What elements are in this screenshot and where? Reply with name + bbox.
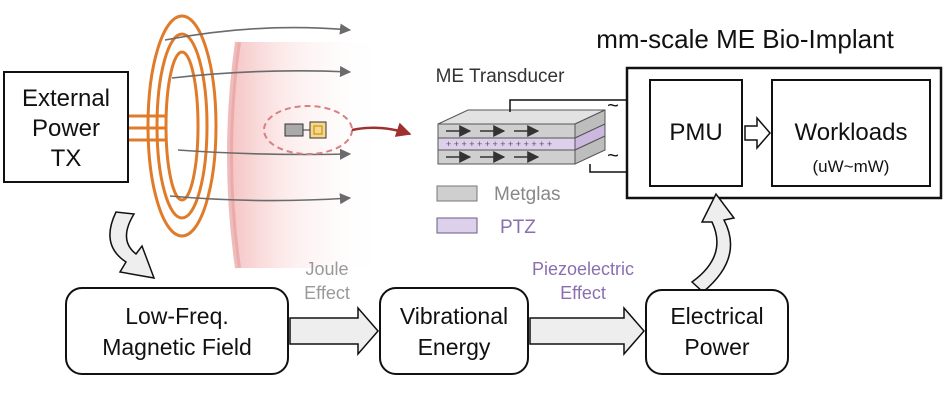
workloads-box: Workloads (uW~mW) [771, 79, 931, 187]
tx-line-1: External [22, 85, 110, 112]
me-transducer-stack: + + + + + + + + + + + + + + [437, 99, 627, 173]
legend-metglas-label: Metglas [494, 184, 561, 205]
stage3-line1: Electrical [670, 303, 763, 329]
legend-ptz-label: PTZ [500, 217, 536, 238]
joule-effect-line2: Effect [304, 283, 350, 303]
ac-symbol-bottom: ~ [607, 145, 619, 167]
pmu-label: PMU [669, 119, 722, 146]
piezo-effect-line2: Effect [560, 283, 606, 303]
svg-text:+ + + + + + + + + + + + + +: + + + + + + + + + + + + + + [446, 139, 552, 149]
stage1-line1: Low-Freq. [125, 303, 229, 329]
field-lines [164, 23, 352, 205]
implant-title: mm-scale ME Bio-Implant [596, 24, 894, 54]
legend: Metglas PTZ [436, 184, 561, 238]
stage-vibrational-energy: Vibrational Energy [379, 287, 529, 375]
stage2-line1: Vibrational [400, 303, 508, 329]
stage1-line2: Magnetic Field [102, 334, 252, 360]
stage-electrical-power: Electrical Power [645, 289, 789, 375]
joule-effect-line1: Joule [305, 259, 348, 279]
stage1-to-stage2-arrow [289, 305, 379, 357]
legend-ptz-swatch [436, 217, 478, 234]
zoom-arrow [351, 122, 412, 137]
coil-leads [128, 114, 166, 142]
stage2-line2: Energy [418, 334, 491, 360]
stage2-to-stage3-arrow [529, 305, 645, 357]
piezo-effect-line1: Piezoelectric [532, 259, 634, 279]
legend-metglas-swatch [436, 185, 478, 202]
workloads-label: Workloads [795, 119, 908, 146]
pmu-to-workloads-arrow [744, 115, 771, 151]
stage3-line2: Power [684, 334, 750, 360]
transducer-title: ME Transducer [436, 66, 565, 87]
tx-line-2: Power [32, 115, 100, 142]
tx-coil-icon [146, 14, 218, 238]
workloads-range: (uW~mW) [813, 157, 890, 176]
external-power-tx-box: External Power TX [3, 71, 129, 183]
tx-to-field-arrow [109, 211, 156, 279]
stage-magnetic-field: Low-Freq. Magnetic Field [65, 287, 289, 375]
ac-symbol-top: ~ [607, 95, 619, 117]
tx-line-3: TX [51, 145, 82, 172]
power-to-implant-arrow [690, 192, 736, 293]
pmu-box: PMU [649, 79, 743, 187]
